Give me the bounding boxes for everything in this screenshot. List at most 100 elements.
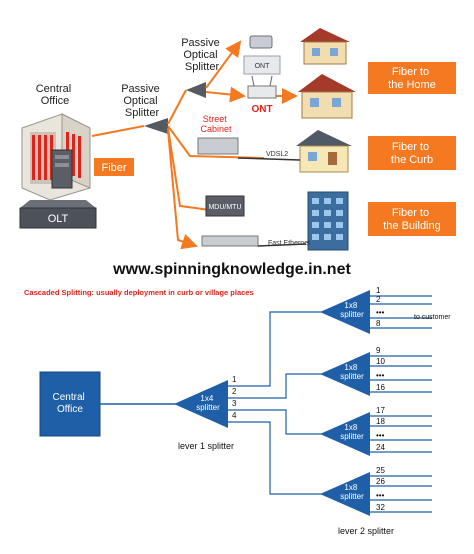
l1-ports: 1 2 3 4 <box>232 375 237 420</box>
l2-4-line-1: 1x8 <box>344 483 357 492</box>
ftb-badge <box>368 202 456 236</box>
ftc-line-2: the Curb <box>391 154 433 166</box>
l2-1-port-b: 2 <box>376 295 381 304</box>
l1-port-3: 3 <box>232 399 237 408</box>
l2-3-port-dots: ••• <box>376 431 385 440</box>
l2-3-line-2: splitter <box>340 432 364 441</box>
l2-4-port-last: 32 <box>376 503 385 512</box>
l2-4-label: 1x8 splitter <box>340 483 364 501</box>
l2-3-port-b: 18 <box>376 417 385 426</box>
pos-top-line-3: Splitter <box>185 61 220 73</box>
l1-label: 1x4 splitter <box>196 394 220 412</box>
ont-device-top <box>249 35 273 49</box>
fth-label: Fiber to the Home <box>388 66 436 91</box>
l1-outputs <box>228 311 322 495</box>
fiber-line-co <box>91 125 145 137</box>
fth-badge <box>368 62 456 94</box>
mdu-label: MDU/MTU <box>208 204 241 211</box>
vdsl2-line <box>237 157 301 161</box>
l2-1-line-2: splitter <box>340 310 364 319</box>
pos-main-label: Passive Optical Splitter <box>121 83 163 119</box>
l2-3-label: 1x8 splitter <box>340 423 364 441</box>
l2-2-line-1: 1x8 <box>344 363 357 372</box>
street-cabinet-line-2: Cabinet <box>200 124 232 134</box>
vdsl2-label: VDSL2 <box>266 151 288 158</box>
l2-splitter-1 <box>320 290 432 334</box>
ftb-label: Fiber to the Building <box>383 207 441 232</box>
l2-2-port-last: 16 <box>376 383 385 392</box>
website-label: www.spinningknowledge.in.net <box>112 261 351 278</box>
pos-top-label: Passive Optical Splitter <box>181 37 223 73</box>
pos-main-icon <box>144 118 168 134</box>
pos-main-line-3: Splitter <box>125 107 160 119</box>
cascade-title: Cascaded Splitting: usually deployment i… <box>24 288 254 297</box>
olt-label: OLT <box>48 213 69 225</box>
pos-top-line-2: Optical <box>183 49 217 61</box>
to-customer-label: to customer <box>414 314 451 321</box>
street-cabinet-line-1: Street <box>203 114 228 124</box>
fast-ethernet-label: Fast Ethernet <box>268 240 310 247</box>
fth-line-1: Fiber to <box>392 66 429 78</box>
l1-line-2: splitter <box>196 403 220 412</box>
pos-top-icon <box>186 82 206 98</box>
l2-4-port-dots: ••• <box>376 491 385 500</box>
ont-red-device <box>247 75 277 99</box>
l2-1-port-last: 8 <box>376 319 381 328</box>
ont-box-label: ONT <box>255 63 271 70</box>
l2-3-line-1: 1x8 <box>344 423 357 432</box>
cascade-co-line-2: Office <box>57 404 83 415</box>
l2-4-ports: 25 26 ••• 32 <box>376 466 385 512</box>
house-top <box>300 28 350 65</box>
l1-port-2: 2 <box>232 387 237 396</box>
l2-3-port-last: 24 <box>376 443 385 452</box>
lever1-label: lever 1 splitter <box>178 441 234 451</box>
pos-main-line-2: Optical <box>123 95 157 107</box>
building-mdu <box>307 191 349 251</box>
central-office-building <box>21 113 91 201</box>
l2-splitter-2 <box>320 352 432 396</box>
olt-box <box>19 200 97 229</box>
central-office-line-2: Office <box>41 95 70 107</box>
ftb-line-1: Fiber to <box>392 207 429 219</box>
cascade-co-line-1: Central <box>52 392 84 403</box>
l2-splitter-3 <box>320 412 432 456</box>
central-office-label: Central Office <box>36 83 75 107</box>
l2-2-ports: 9 10 ••• 16 <box>376 346 385 392</box>
l2-2-line-2: splitter <box>340 372 364 381</box>
ont-red-label: ONT <box>251 104 272 115</box>
l2-4-port-a: 25 <box>376 466 385 475</box>
l2-4-line-2: splitter <box>340 492 364 501</box>
mdu-device <box>205 195 245 217</box>
l2-2-label: 1x8 splitter <box>340 363 364 381</box>
house-curb <box>296 130 352 173</box>
l2-2-port-dots: ••• <box>376 371 385 380</box>
l1-port-4: 4 <box>232 411 237 420</box>
street-cabinet-device <box>197 137 239 155</box>
central-office-line-1: Central <box>36 83 71 95</box>
l2-2-port-a: 9 <box>376 346 381 355</box>
fth-line-2: the Home <box>388 79 436 91</box>
l2-1-ports: 1 2 ••• 8 <box>376 286 385 328</box>
l2-4-port-b: 26 <box>376 477 385 486</box>
l2-3-ports: 17 18 ••• 24 <box>376 406 385 452</box>
l2-3-port-a: 17 <box>376 406 385 415</box>
cascade-co-label: Central Office <box>52 392 87 415</box>
ont-box <box>243 55 281 75</box>
street-cabinet-label: Street Cabinet <box>200 114 232 134</box>
ftb-line-2: the Building <box>383 220 441 232</box>
house-home <box>298 74 356 119</box>
pos-main-line-1: Passive <box>121 83 160 95</box>
l2-1-line-1: 1x8 <box>344 301 357 310</box>
fast-ethernet-device <box>201 235 259 247</box>
ftc-label: Fiber to the Curb <box>391 141 433 166</box>
ftc-line-1: Fiber to <box>392 141 429 153</box>
l2-1-port-dots: ••• <box>376 308 385 317</box>
l2-2-port-b: 10 <box>376 357 385 366</box>
l2-1-label: 1x8 splitter <box>340 301 364 319</box>
l1-line-1: 1x4 <box>200 394 213 403</box>
l1-splitter <box>174 380 228 428</box>
fiber-label: Fiber <box>101 162 126 174</box>
l2-1-port-a: 1 <box>376 286 381 295</box>
